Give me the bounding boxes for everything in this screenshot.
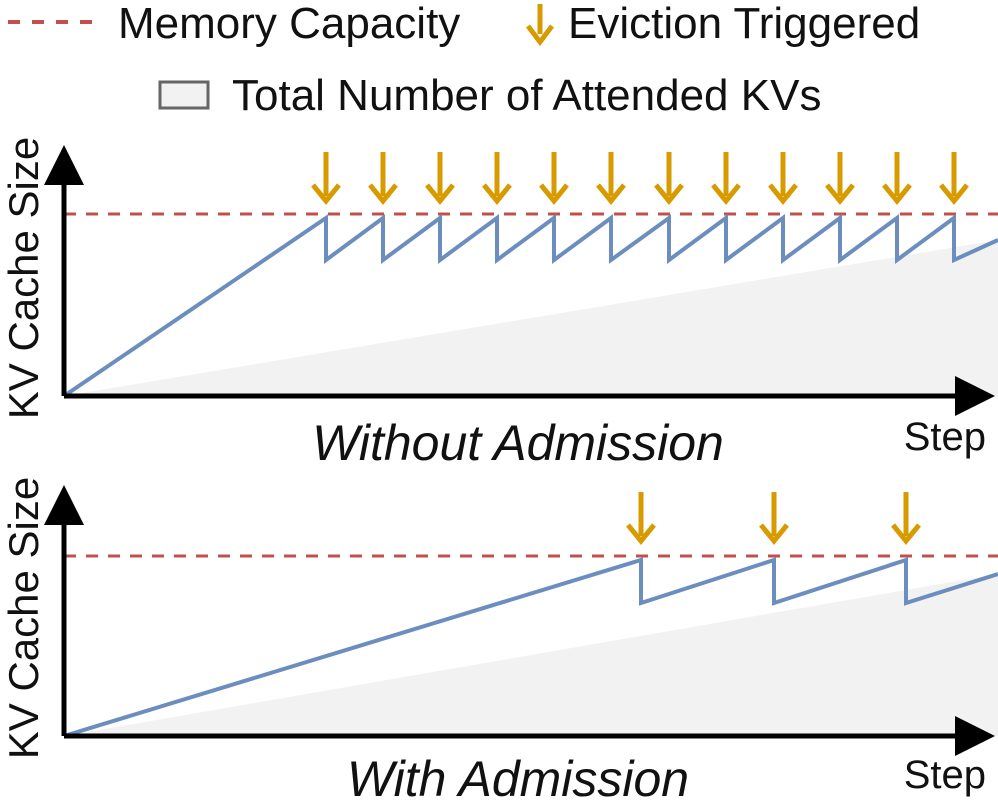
attended-legend-label: Total Number of Attended KVs xyxy=(232,71,821,120)
x-axis-label: Step xyxy=(904,415,986,459)
eviction-arrow-icon xyxy=(891,492,921,545)
attended-kv-area xyxy=(64,574,998,736)
eviction-legend-arrow-icon xyxy=(526,4,554,47)
eviction-arrow-icon xyxy=(882,152,912,205)
eviction-arrow-icon xyxy=(654,152,684,205)
panel-caption: With Admission xyxy=(347,751,689,802)
panel-caption: Without Admission xyxy=(312,415,724,471)
eviction-legend-label: Eviction Triggered xyxy=(568,0,920,48)
eviction-arrow-icon xyxy=(539,152,569,205)
legend: Memory Capacity Eviction Triggered Total… xyxy=(8,0,920,120)
eviction-arrow-icon xyxy=(939,152,969,205)
eviction-arrow-icon xyxy=(368,152,398,205)
eviction-arrow-icon xyxy=(711,152,741,205)
eviction-arrow-icon xyxy=(425,152,455,205)
eviction-arrow-icon xyxy=(311,152,341,205)
y-axis-label: KV Cache Size xyxy=(0,137,47,419)
eviction-arrow-icon xyxy=(626,492,656,545)
capacity-legend-label: Memory Capacity xyxy=(118,0,460,48)
attended-kv-area xyxy=(64,240,998,396)
eviction-arrow-icon xyxy=(825,152,855,205)
attended-legend-swatch xyxy=(158,80,210,110)
y-axis-label: KV Cache Size xyxy=(0,477,47,759)
panel-with-admission: KV Cache Size Step With Admission xyxy=(0,477,998,802)
eviction-arrow-icon xyxy=(596,152,626,205)
x-axis-label: Step xyxy=(904,753,986,797)
kv-cache-size-line xyxy=(63,557,998,738)
eviction-arrow-icon xyxy=(482,152,512,205)
panel-without-admission: KV Cache Size Step Without Admission xyxy=(0,137,998,471)
kv-cache-size-line xyxy=(62,214,998,398)
eviction-arrow-icon xyxy=(768,152,798,205)
eviction-arrow-icon xyxy=(759,492,789,545)
eviction-arrows xyxy=(311,152,969,205)
eviction-arrows xyxy=(626,492,921,545)
